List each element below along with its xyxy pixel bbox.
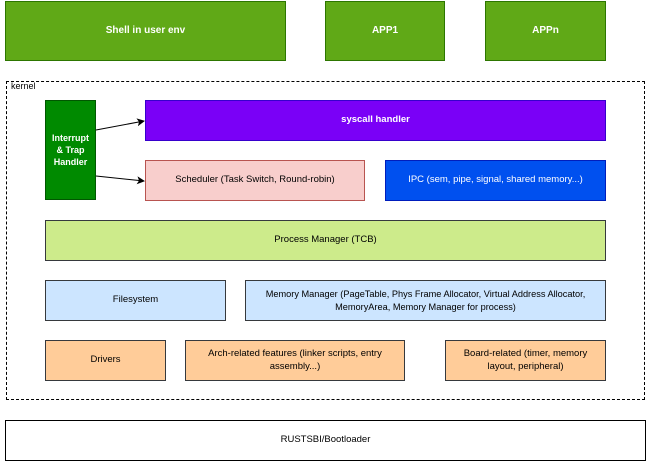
syscall-handler-label: syscall handler bbox=[341, 114, 410, 126]
filesystem-label: Filesystem bbox=[112, 294, 159, 306]
process-manager-box: Process Manager (TCB) bbox=[45, 220, 606, 261]
board-line-2: layout, peripheral) bbox=[487, 360, 564, 372]
filesystem-box: Filesystem bbox=[45, 280, 226, 321]
trap-handler-line-1: Interrupt bbox=[52, 132, 89, 143]
arch-line-1: Arch-related features (linker scripts, e… bbox=[208, 347, 382, 359]
trap-handler-line-2: & Trap bbox=[56, 144, 85, 155]
memory-manager-line-1: Memory Manager (PageTable, Phys Frame Al… bbox=[265, 289, 586, 300]
appn-box: APPn bbox=[485, 1, 606, 61]
kernel-label: kernel bbox=[11, 81, 36, 91]
memory-manager-box: Memory Manager (PageTable, Phys Frame Al… bbox=[245, 280, 606, 321]
syscall-handler-box: syscall handler bbox=[145, 100, 606, 141]
board-line-1: Board-related (timer, memory bbox=[463, 347, 588, 359]
process-manager-label: Process Manager (TCB) bbox=[274, 234, 377, 246]
bootloader-label: RUSTSBI/Bootloader bbox=[280, 434, 371, 446]
drivers-label: Drivers bbox=[90, 354, 121, 366]
memory-manager-line-2: MemoryArea, Memory Manager for process) bbox=[335, 301, 516, 312]
drivers-box: Drivers bbox=[45, 340, 166, 381]
ipc-box: IPC (sem, pipe, signal, shared memory...… bbox=[385, 160, 606, 201]
app1-box: APP1 bbox=[325, 1, 445, 61]
scheduler-label: Scheduler (Task Switch, Round-robin) bbox=[175, 174, 335, 186]
board-box: Board-related (timer, memory layout, per… bbox=[445, 340, 606, 381]
arch-line-2: assembly...) bbox=[269, 360, 321, 372]
trap-handler-box: Interrupt & Trap Handler bbox=[45, 100, 96, 200]
ipc-label: IPC (sem, pipe, signal, shared memory...… bbox=[408, 174, 583, 186]
bootloader-box: RUSTSBI/Bootloader bbox=[5, 420, 646, 461]
scheduler-box: Scheduler (Task Switch, Round-robin) bbox=[145, 160, 365, 201]
shell-box: Shell in user env bbox=[5, 1, 286, 61]
trap-handler-line-3: Handler bbox=[53, 157, 88, 168]
appn-label: APPn bbox=[532, 25, 559, 37]
arch-box: Arch-related features (linker scripts, e… bbox=[185, 340, 405, 381]
app1-label: APP1 bbox=[371, 25, 399, 37]
shell-label: Shell in user env bbox=[105, 25, 186, 37]
kernel-frame bbox=[6, 81, 645, 400]
